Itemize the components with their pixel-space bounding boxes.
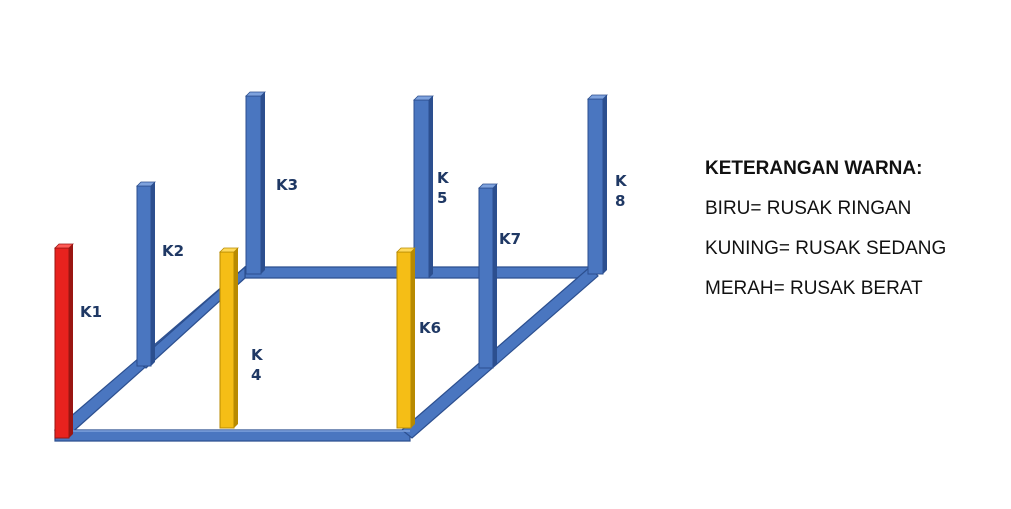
column-label-k6: K6 xyxy=(419,319,441,337)
column-label-line: 5 xyxy=(437,189,447,207)
legend-item-blue: BIRU= RUSAK RINGAN xyxy=(705,198,912,219)
column-top-cap xyxy=(245,91,266,97)
column-front-face xyxy=(478,187,494,369)
column-front-face xyxy=(54,247,70,439)
column-top-cap xyxy=(413,95,434,101)
column-label-line: K1 xyxy=(80,303,102,321)
column-k1 xyxy=(54,243,74,439)
column-k2 xyxy=(136,181,156,367)
column-top-cap xyxy=(219,247,239,253)
column-top-cap xyxy=(587,94,608,100)
column-top-cap xyxy=(136,181,156,187)
column-side-face xyxy=(603,95,607,274)
column-front-face xyxy=(219,251,235,429)
column-k8 xyxy=(587,94,608,275)
column-front-face xyxy=(136,185,152,367)
column-side-face xyxy=(234,248,238,428)
column-label-line: K2 xyxy=(162,242,184,260)
column-label-line: 4 xyxy=(251,366,261,384)
column-label-line: 8 xyxy=(615,192,625,210)
legend-title: KETERANGAN WARNA: xyxy=(705,158,923,179)
beam-group xyxy=(53,265,599,442)
column-side-face xyxy=(151,182,155,366)
column-k6 xyxy=(396,247,416,429)
column-label-line: K xyxy=(437,169,450,187)
beam-right-diagonal xyxy=(401,266,599,439)
column-side-face xyxy=(69,244,73,438)
column-label-k3: K3 xyxy=(276,176,298,194)
column-top-cap xyxy=(54,243,74,249)
column-k3 xyxy=(245,91,266,275)
column-label-line: K7 xyxy=(499,230,521,248)
column-label-k1: K1 xyxy=(80,303,102,321)
color-legend: KETERANGAN WARNA: BIRU= RUSAK RINGAN KUN… xyxy=(705,158,1005,318)
column-label-k7: K7 xyxy=(499,230,521,248)
column-top-cap xyxy=(478,183,498,189)
column-label-line: K xyxy=(251,346,264,364)
legend-item-yellow: KUNING= RUSAK SEDANG xyxy=(705,238,947,259)
column-k5 xyxy=(413,95,434,279)
column-side-face xyxy=(411,248,415,428)
column-label-line: K xyxy=(615,172,628,190)
column-front-face xyxy=(396,251,412,429)
column-k4 xyxy=(219,247,239,429)
column-label-k2: K2 xyxy=(162,242,184,260)
column-top-cap xyxy=(396,247,416,253)
column-k7 xyxy=(478,183,498,369)
legend-item-red: MERAH= RUSAK BERAT xyxy=(705,278,923,299)
column-front-face xyxy=(245,95,262,275)
column-label-line: K3 xyxy=(276,176,298,194)
column-front-face xyxy=(587,98,604,275)
column-front-face xyxy=(413,99,430,279)
column-label-line: K6 xyxy=(419,319,441,337)
column-group xyxy=(54,91,608,439)
column-side-face xyxy=(429,96,433,278)
column-side-face xyxy=(261,92,265,274)
column-side-face xyxy=(493,184,497,368)
